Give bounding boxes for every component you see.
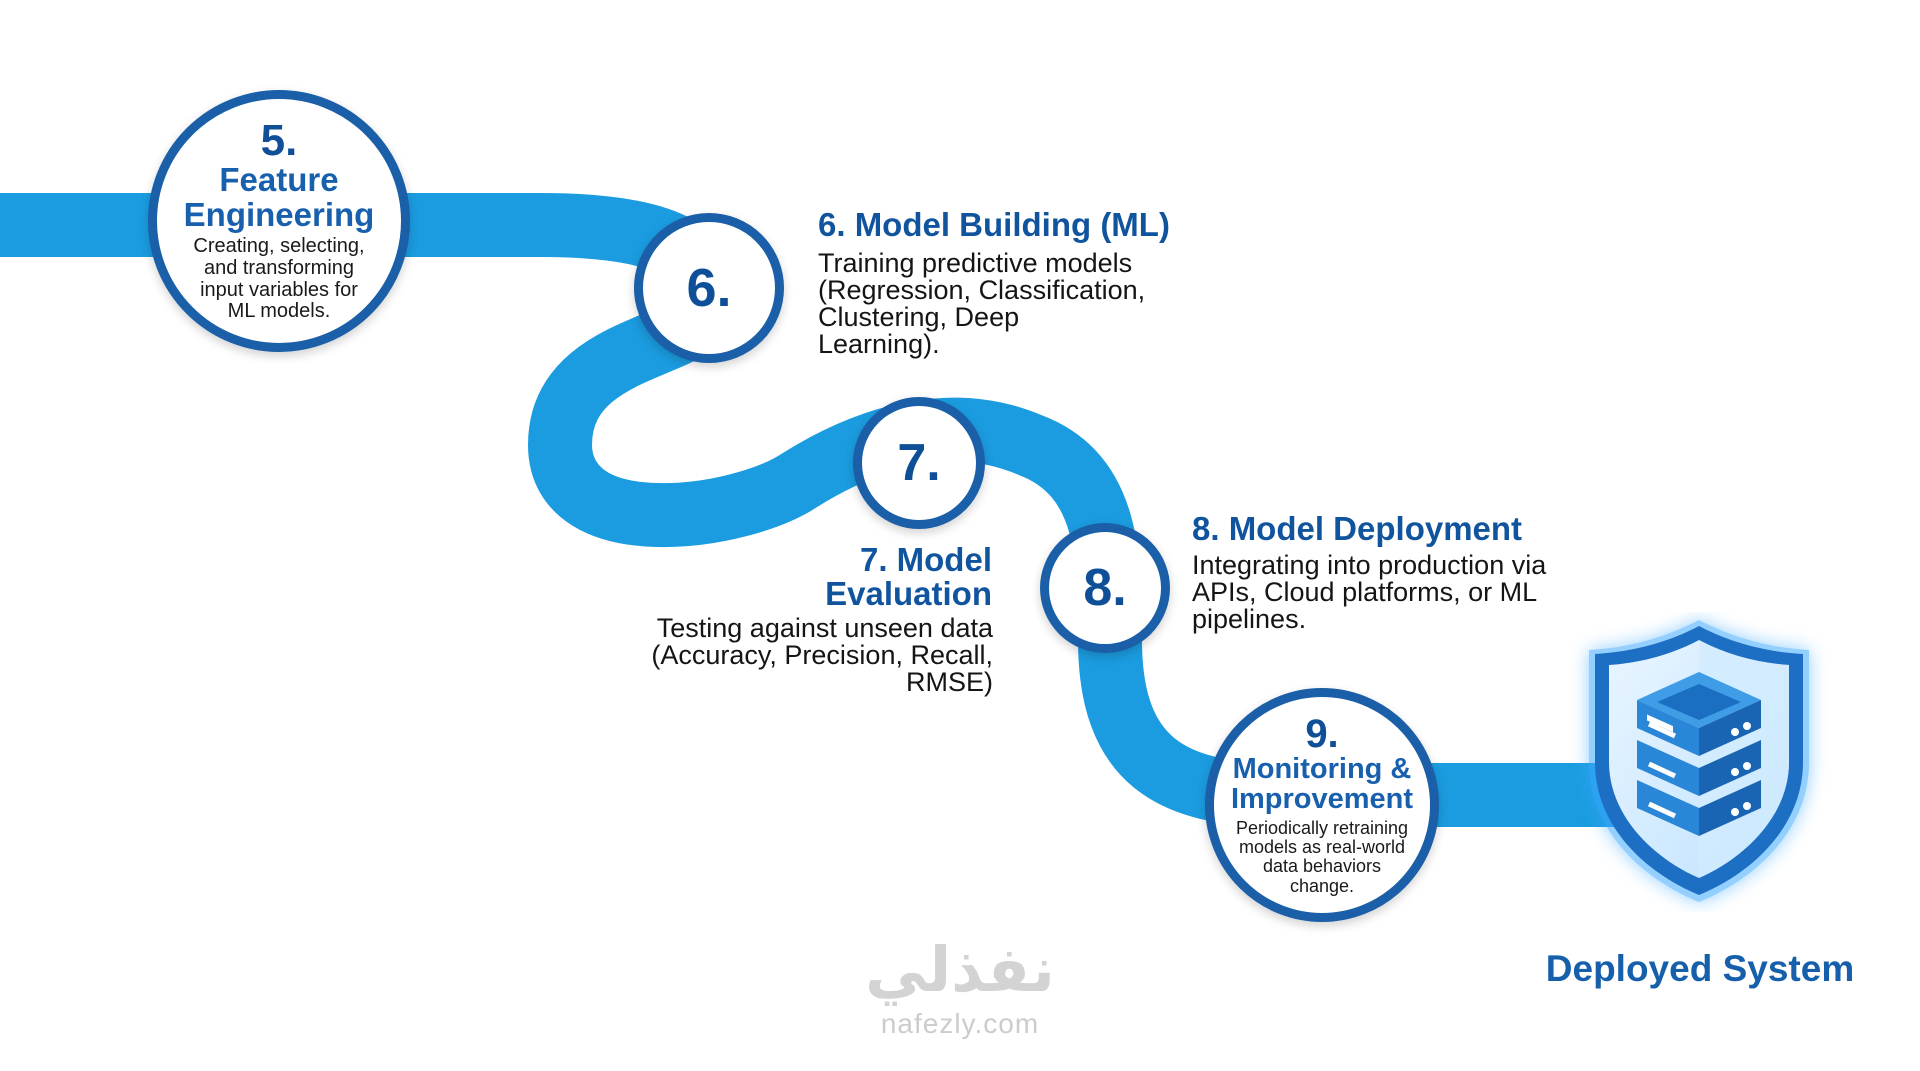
watermark: نفذلي nafezly.com: [840, 940, 1080, 1040]
step-5-desc-line-3: input variables for: [200, 278, 358, 301]
step-8-number: 8.: [1083, 559, 1127, 617]
step-9-desc-line-1: Periodically retraining: [1235, 817, 1409, 838]
step-5-title-line-2: Engineering: [183, 195, 375, 233]
step-5-desc-line-1: Creating, selecting,: [193, 235, 365, 258]
step-7-number: 7.: [897, 434, 941, 492]
step-8-title: 8. Model Deployment: [1192, 510, 1523, 547]
step-6-title: 6. Model Building (ML): [818, 206, 1170, 243]
step-7-description: Testing against unseen data (Accuracy, P…: [600, 615, 993, 696]
watermark-url: nafezly.com: [880, 1008, 1040, 1039]
step-6-number: 6.: [686, 258, 732, 318]
step-7-desc-line-3: RMSE): [906, 667, 993, 697]
step-7-desc-line-1: Testing against unseen data: [656, 613, 993, 643]
step-6-description: Training predictive models (Regression, …: [818, 250, 1145, 358]
shield-server-icon: [1565, 612, 1833, 912]
step-5-number: 5.: [260, 116, 298, 166]
step-8-desc-line-3: pipelines.: [1192, 604, 1307, 634]
step-5-desc-line-4: ML models.: [227, 300, 331, 323]
step-8-node[interactable]: 8.: [1040, 523, 1170, 653]
step-5-desc-line-2: and transforming: [203, 257, 355, 280]
step-9-title-line-2: Improvement: [1230, 783, 1414, 816]
watermark-logo: نفذلي: [865, 936, 1055, 1005]
step-8-desc-line-2: APIs, Cloud platforms, or ML: [1192, 577, 1538, 607]
step-5-node[interactable]: 5. Feature Engineering Creating, selecti…: [148, 90, 410, 352]
step-9-number: 9.: [1305, 711, 1339, 756]
step-9-title-line-1: Monitoring &: [1232, 752, 1412, 785]
step-6-node[interactable]: 6.: [634, 213, 784, 363]
step-8-desc-line-1: Integrating into production via: [1192, 550, 1547, 580]
step-9-desc-line-4: change.: [1289, 875, 1355, 896]
step-6-desc-line-2: (Regression, Classification,: [818, 275, 1146, 305]
step-5-title-line-1: Feature: [219, 161, 339, 199]
deployed-system-label: Deployed System: [1545, 948, 1855, 989]
step-7-desc-line-2: (Accuracy, Precision, Recall,: [651, 640, 993, 670]
step-7-title-line-1: 7. Model: [859, 541, 992, 578]
step-7-title: 7. Model Evaluation: [700, 543, 992, 610]
step-7-title-line-2: Evaluation: [825, 574, 992, 612]
step-8-description: Integrating into production via APIs, Cl…: [1192, 552, 1546, 633]
step-6-desc-line-3: Clustering, Deep: [818, 302, 1020, 332]
step-7-node[interactable]: 7.: [853, 397, 985, 529]
step-6-desc-line-4: Learning).: [818, 329, 940, 359]
step-9-desc-line-2: models as real-world: [1238, 837, 1406, 857]
step-9-desc-line-3: data behaviors: [1262, 856, 1382, 877]
step-9-node[interactable]: 9. Monitoring & Improvement Periodically…: [1205, 688, 1439, 922]
step-6-desc-line-1: Training predictive models: [818, 248, 1133, 278]
